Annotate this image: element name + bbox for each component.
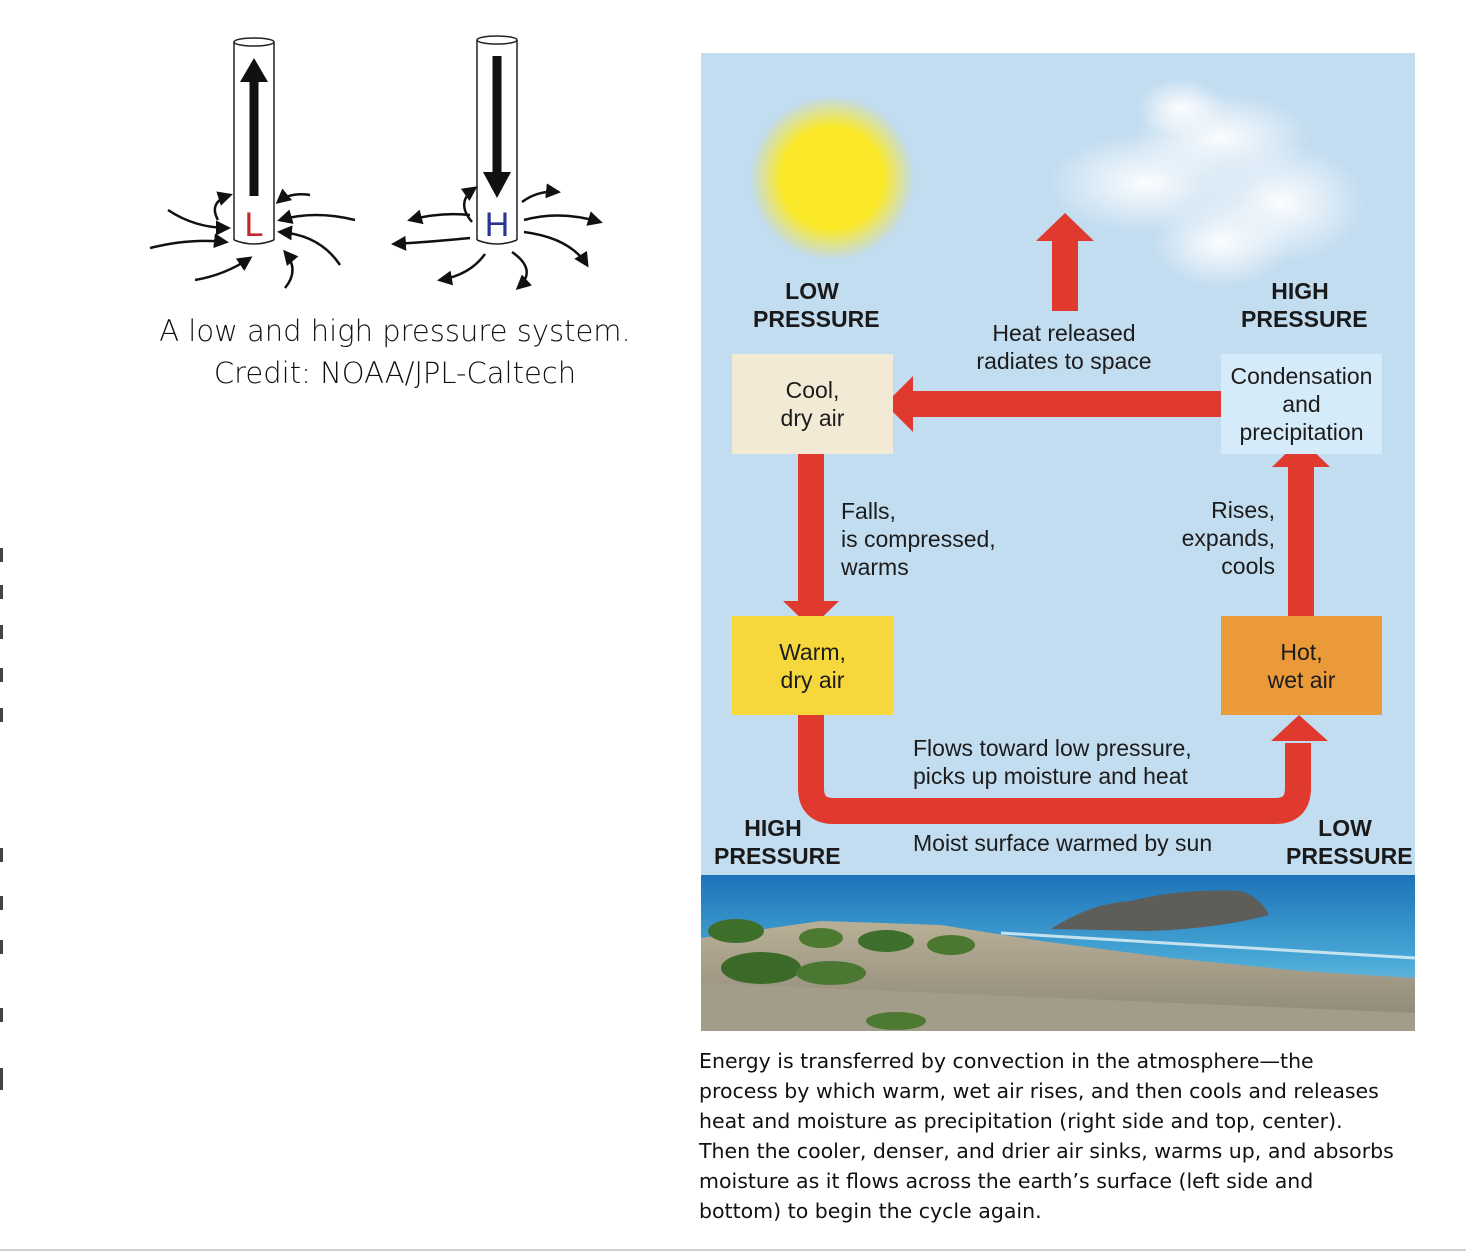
pressure-systems-figure: L H <box>149 35 603 291</box>
sun-icon <box>750 96 914 260</box>
pressure-word: HIGH <box>1271 278 1329 304</box>
caption-credit: Credit: NOAA/JPL-Caltech <box>213 356 577 390</box>
seascape-photo <box>701 875 1415 1031</box>
margin-mark <box>0 848 3 862</box>
pressure-word: PRESSURE <box>714 843 841 869</box>
margin-mark <box>0 896 3 910</box>
label-line: Falls, <box>841 498 896 524</box>
pressure-word: PRESSURE <box>1241 306 1368 332</box>
bottom-flow-arrow <box>798 713 1328 824</box>
label-line: picks up moisture and heat <box>913 763 1188 789</box>
margin-mark <box>0 625 3 639</box>
condensation-box: Condensation and precipitation <box>1221 354 1382 454</box>
label-line: is compressed, <box>841 526 996 552</box>
margin-mark <box>0 708 3 722</box>
top-flow-arrow <box>885 376 1223 432</box>
box-line: dry air <box>780 405 845 431</box>
label-line: radiates to space <box>976 348 1152 374</box>
label-line: expands, <box>1181 525 1275 551</box>
up-flow-arrow <box>1272 439 1330 623</box>
surface-label: Moist surface warmed by sun <box>913 830 1213 856</box>
flows-label: Flows toward low pressure, picks up mois… <box>913 734 1233 790</box>
pressure-word: LOW <box>1318 815 1372 841</box>
pressure-word: LOW <box>785 278 839 304</box>
falls-label: Falls, is compressed, warms <box>841 497 1041 581</box>
rises-label: Rises, expands, cools <box>1141 496 1275 580</box>
low-pressure-label-top-left: LOW PRESSURE <box>753 277 880 333</box>
margin-mark <box>0 1008 3 1022</box>
caption-line: Then the cooler, denser, and drier air s… <box>699 1139 1394 1163</box>
margin-mark <box>0 940 3 954</box>
pressure-word: PRESSURE <box>1286 843 1413 869</box>
convection-caption: Energy is transferred by convection in t… <box>699 1046 1424 1226</box>
low-pressure-column <box>149 37 356 289</box>
caption-line: bottom) to begin the cycle again. <box>699 1199 1042 1223</box>
box-line: Hot, <box>1280 638 1323 665</box>
low-pressure-label-bottom-right: LOW PRESSURE <box>1286 814 1413 870</box>
box-line: and <box>1282 391 1321 417</box>
convection-artwork <box>701 78 1415 1031</box>
caption-line: Energy is transferred by convection in t… <box>699 1049 1314 1073</box>
pressure-figure-caption: A low and high pressure system. Credit: … <box>120 310 670 394</box>
hot-wet-air-box: Hot, wet air <box>1221 616 1382 715</box>
label-line: warms <box>841 554 909 580</box>
box-line: Warm, <box>779 638 846 665</box>
high-pressure-column <box>391 35 603 291</box>
label-line: cools <box>1221 553 1275 579</box>
down-flow-arrow <box>783 453 839 628</box>
label-line: Heat released <box>992 320 1136 346</box>
cool-dry-air-box: Cool, dry air <box>732 354 893 454</box>
label-line: Flows toward low pressure, <box>913 735 1192 761</box>
margin-mark <box>0 668 3 682</box>
high-letter: H <box>485 206 510 244</box>
label-line: Rises, <box>1211 497 1275 523</box>
margin-mark <box>0 548 3 562</box>
heat-up-arrow <box>1036 213 1094 311</box>
convection-diagram: LOW PRESSURE HIGH PRESSURE HIGH PRESSURE… <box>701 53 1415 1031</box>
warm-dry-air-box: Warm, dry air <box>732 616 893 715</box>
high-pressure-label-bottom-left: HIGH PRESSURE <box>714 814 841 870</box>
caption-line: heat and moisture as precipitation (righ… <box>699 1109 1343 1133</box>
box-line: wet air <box>1267 666 1336 693</box>
caption-line: A low and high pressure system. <box>159 314 631 348</box>
box-line: dry air <box>780 666 845 693</box>
box-line: precipitation <box>1239 419 1364 445</box>
page-bottom-divider <box>0 1249 1466 1251</box>
margin-mark <box>0 1068 3 1090</box>
heat-released-label: Heat released radiates to space <box>959 319 1169 375</box>
pressure-word: HIGH <box>744 815 802 841</box>
high-pressure-label-top-right: HIGH PRESSURE <box>1241 277 1368 333</box>
pressure-word: PRESSURE <box>753 306 880 332</box>
caption-line: moisture as it flows across the earth’s … <box>699 1169 1314 1193</box>
box-line: Cool, <box>785 377 840 403</box>
cloud-icon <box>1046 78 1366 288</box>
box-line: Condensation <box>1230 363 1373 389</box>
margin-mark <box>0 585 3 599</box>
caption-line: process by which warm, wet air rises, an… <box>699 1079 1379 1103</box>
low-letter: L <box>245 206 264 244</box>
